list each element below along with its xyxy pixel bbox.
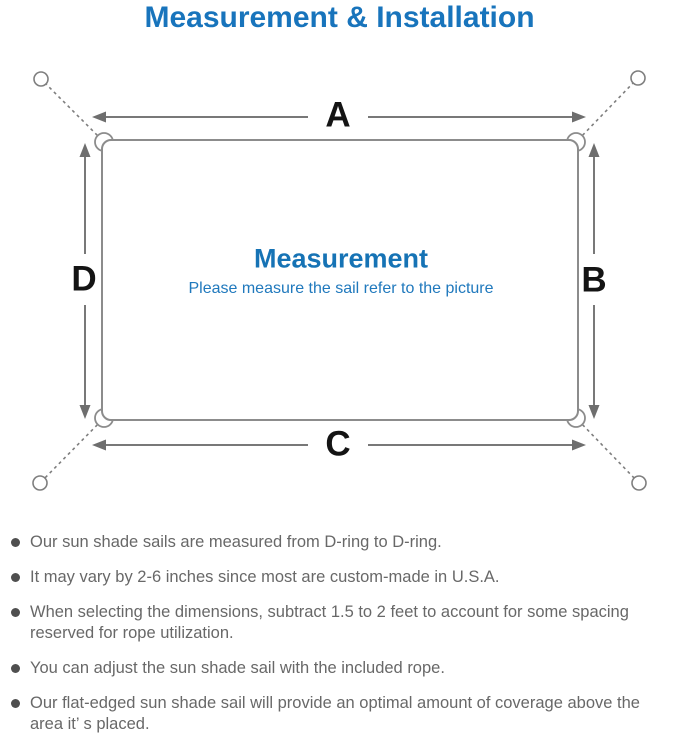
- dim-c-arrowhead-right: [572, 439, 586, 451]
- dim-d-arrowhead-bottom: [79, 405, 91, 419]
- diagram-center-title: Measurement: [253, 243, 429, 274]
- bullet-icon: [11, 699, 20, 708]
- note-text: Our flat-edged sun shade sail will provi…: [30, 694, 640, 733]
- dim-b-arrowhead-top: [588, 143, 600, 157]
- rope-top-right: [577, 79, 637, 141]
- list-item: Our flat-edged sun shade sail will provi…: [11, 693, 671, 735]
- anchor-ring-top-left: [33, 71, 49, 87]
- bullet-icon: [11, 664, 20, 673]
- list-item: When selecting the dimensions, subtract …: [11, 602, 671, 644]
- anchor-ring-top-right: [630, 70, 646, 86]
- corner-rope-dashed-lines: [41, 79, 638, 482]
- note-text: It may vary by 2-6 inches since most are…: [30, 568, 500, 586]
- note-text: You can adjust the sun shade sail with t…: [30, 659, 445, 677]
- page-title: Measurement & Installation: [144, 1, 535, 34]
- dim-b-arrowhead-bottom: [588, 405, 600, 419]
- dimension-label-b: B: [581, 260, 607, 300]
- bullet-icon: [11, 538, 20, 547]
- bullet-icon: [11, 608, 20, 617]
- anchor-rings: [32, 70, 647, 491]
- dim-a-arrowhead-left: [92, 111, 106, 123]
- dimension-label-d: D: [71, 259, 97, 299]
- dimension-arrow-b: [588, 143, 600, 419]
- rope-bottom-right: [577, 419, 638, 482]
- sail-rectangle: [101, 139, 579, 421]
- dimension-label-a: A: [325, 95, 351, 135]
- dimension-arrow-c: [92, 439, 586, 451]
- dimension-label-c: C: [325, 424, 351, 464]
- dim-c-arrowhead-left: [92, 439, 106, 451]
- dimension-arrow-a: [92, 111, 586, 123]
- note-text: When selecting the dimensions, subtract …: [30, 603, 629, 642]
- notes-list: Our sun shade sails are measured from D-…: [11, 532, 671, 739]
- dimension-arrow-d: [79, 143, 91, 419]
- list-item: Our sun shade sails are measured from D-…: [11, 532, 671, 553]
- list-item: You can adjust the sun shade sail with t…: [11, 658, 671, 679]
- bullet-icon: [11, 573, 20, 582]
- sail-measurement-diagram: [32, 70, 647, 491]
- anchor-ring-bottom-right: [631, 475, 647, 491]
- dim-d-arrowhead-top: [79, 143, 91, 157]
- diagram-center-subtitle: Please measure the sail refer to the pic…: [188, 280, 494, 297]
- rope-top-left: [42, 80, 103, 141]
- note-text: Our sun shade sails are measured from D-…: [30, 533, 442, 551]
- rope-bottom-left: [41, 419, 103, 482]
- dim-a-arrowhead-right: [572, 111, 586, 123]
- list-item: It may vary by 2-6 inches since most are…: [11, 567, 671, 588]
- anchor-ring-bottom-left: [32, 475, 48, 491]
